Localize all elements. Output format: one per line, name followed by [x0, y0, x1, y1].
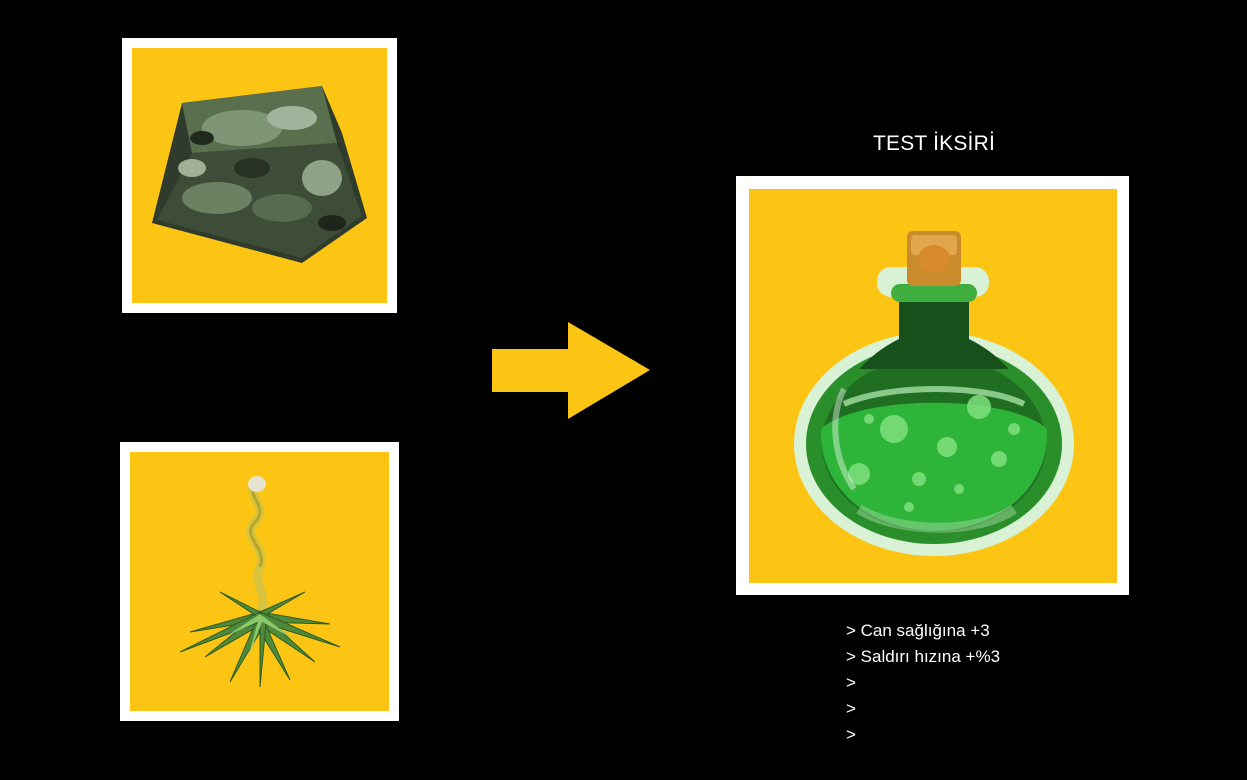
result-slot-fill — [749, 189, 1117, 583]
effect-line: > Can sağlığına +3 — [846, 621, 990, 640]
effects-list: > Can sağlığına +3 > Saldırı hızına +%3 … — [846, 618, 1000, 748]
ingredient-slot-herb-fill — [130, 452, 389, 711]
right-arrow-icon — [492, 322, 650, 419]
result-slot-potion[interactable] — [736, 176, 1129, 595]
mossy-stone-icon — [152, 86, 367, 263]
effect-line: > — [846, 699, 856, 718]
herb-plant-icon — [179, 476, 341, 688]
ingredient-slot-stone-fill — [132, 48, 387, 303]
effect-line: > — [846, 673, 856, 692]
effect-line: > — [846, 725, 856, 744]
potion-title: TEST İKSİRİ — [872, 132, 995, 155]
ingredient-slot-herb[interactable] — [120, 442, 399, 721]
effect-line: > Saldırı hızına +%3 — [846, 647, 1001, 666]
ingredient-slot-stone[interactable] — [122, 38, 397, 313]
green-potion-icon — [794, 231, 1074, 556]
